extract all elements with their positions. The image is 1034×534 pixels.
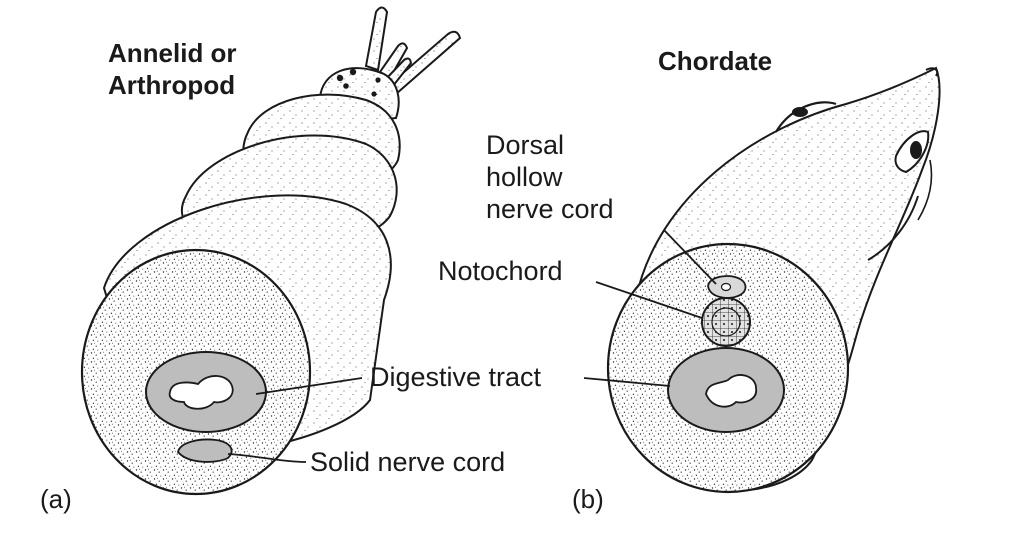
solid-nerve-cord: [177, 438, 233, 463]
leader-line-notochord: [595, 281, 703, 319]
eye-spot: [349, 68, 357, 76]
label-solid-nerve-cord: Solid nerve cord: [310, 447, 506, 477]
leader-line-dorsal: [663, 229, 717, 285]
panel-a-title-line2: Arthropod: [108, 70, 236, 100]
notochord-core: [711, 307, 741, 337]
eye-spot: [336, 74, 344, 82]
chordate-snout: [925, 67, 939, 77]
label-dorsal-line2: hollow: [486, 162, 563, 192]
chordate-pupil: [910, 141, 922, 159]
nerve-cord-lumen: [720, 282, 732, 292]
leader-line-digestive-a: [255, 377, 363, 395]
label-dorsal-line1: Dorsal: [486, 130, 565, 160]
eye-spot: [343, 83, 349, 89]
panel-a-title-line1: Annelid or: [108, 38, 237, 68]
leader-line-digestive-b: [583, 377, 671, 387]
leader-line-solid-nerve: [227, 453, 307, 463]
annelid-gut-lumen: [168, 375, 234, 410]
antennae: [364, 6, 462, 96]
panel-b-title: Chordate: [658, 46, 773, 76]
chordate-dorsal-ridge: [775, 101, 837, 133]
panel-a-letter: (a): [40, 484, 72, 514]
notochord: [701, 297, 751, 347]
panel-b-letter: (b): [572, 484, 604, 514]
annelid-arthropod-drawing: [80, 6, 462, 496]
label-notochord: Notochord: [438, 256, 563, 286]
chordate-spiracle: [792, 107, 808, 117]
chordate-drawing: [583, 66, 941, 494]
chordate-jaw-line: [917, 159, 933, 221]
label-dorsal-line3: nerve cord: [486, 194, 614, 224]
label-digestive-tract: Digestive tract: [370, 362, 542, 392]
eye-spot: [371, 91, 377, 97]
eye-spot: [375, 77, 381, 83]
chordate-jaw-line: [867, 195, 919, 261]
chordate-gut-lumen: [705, 374, 757, 408]
